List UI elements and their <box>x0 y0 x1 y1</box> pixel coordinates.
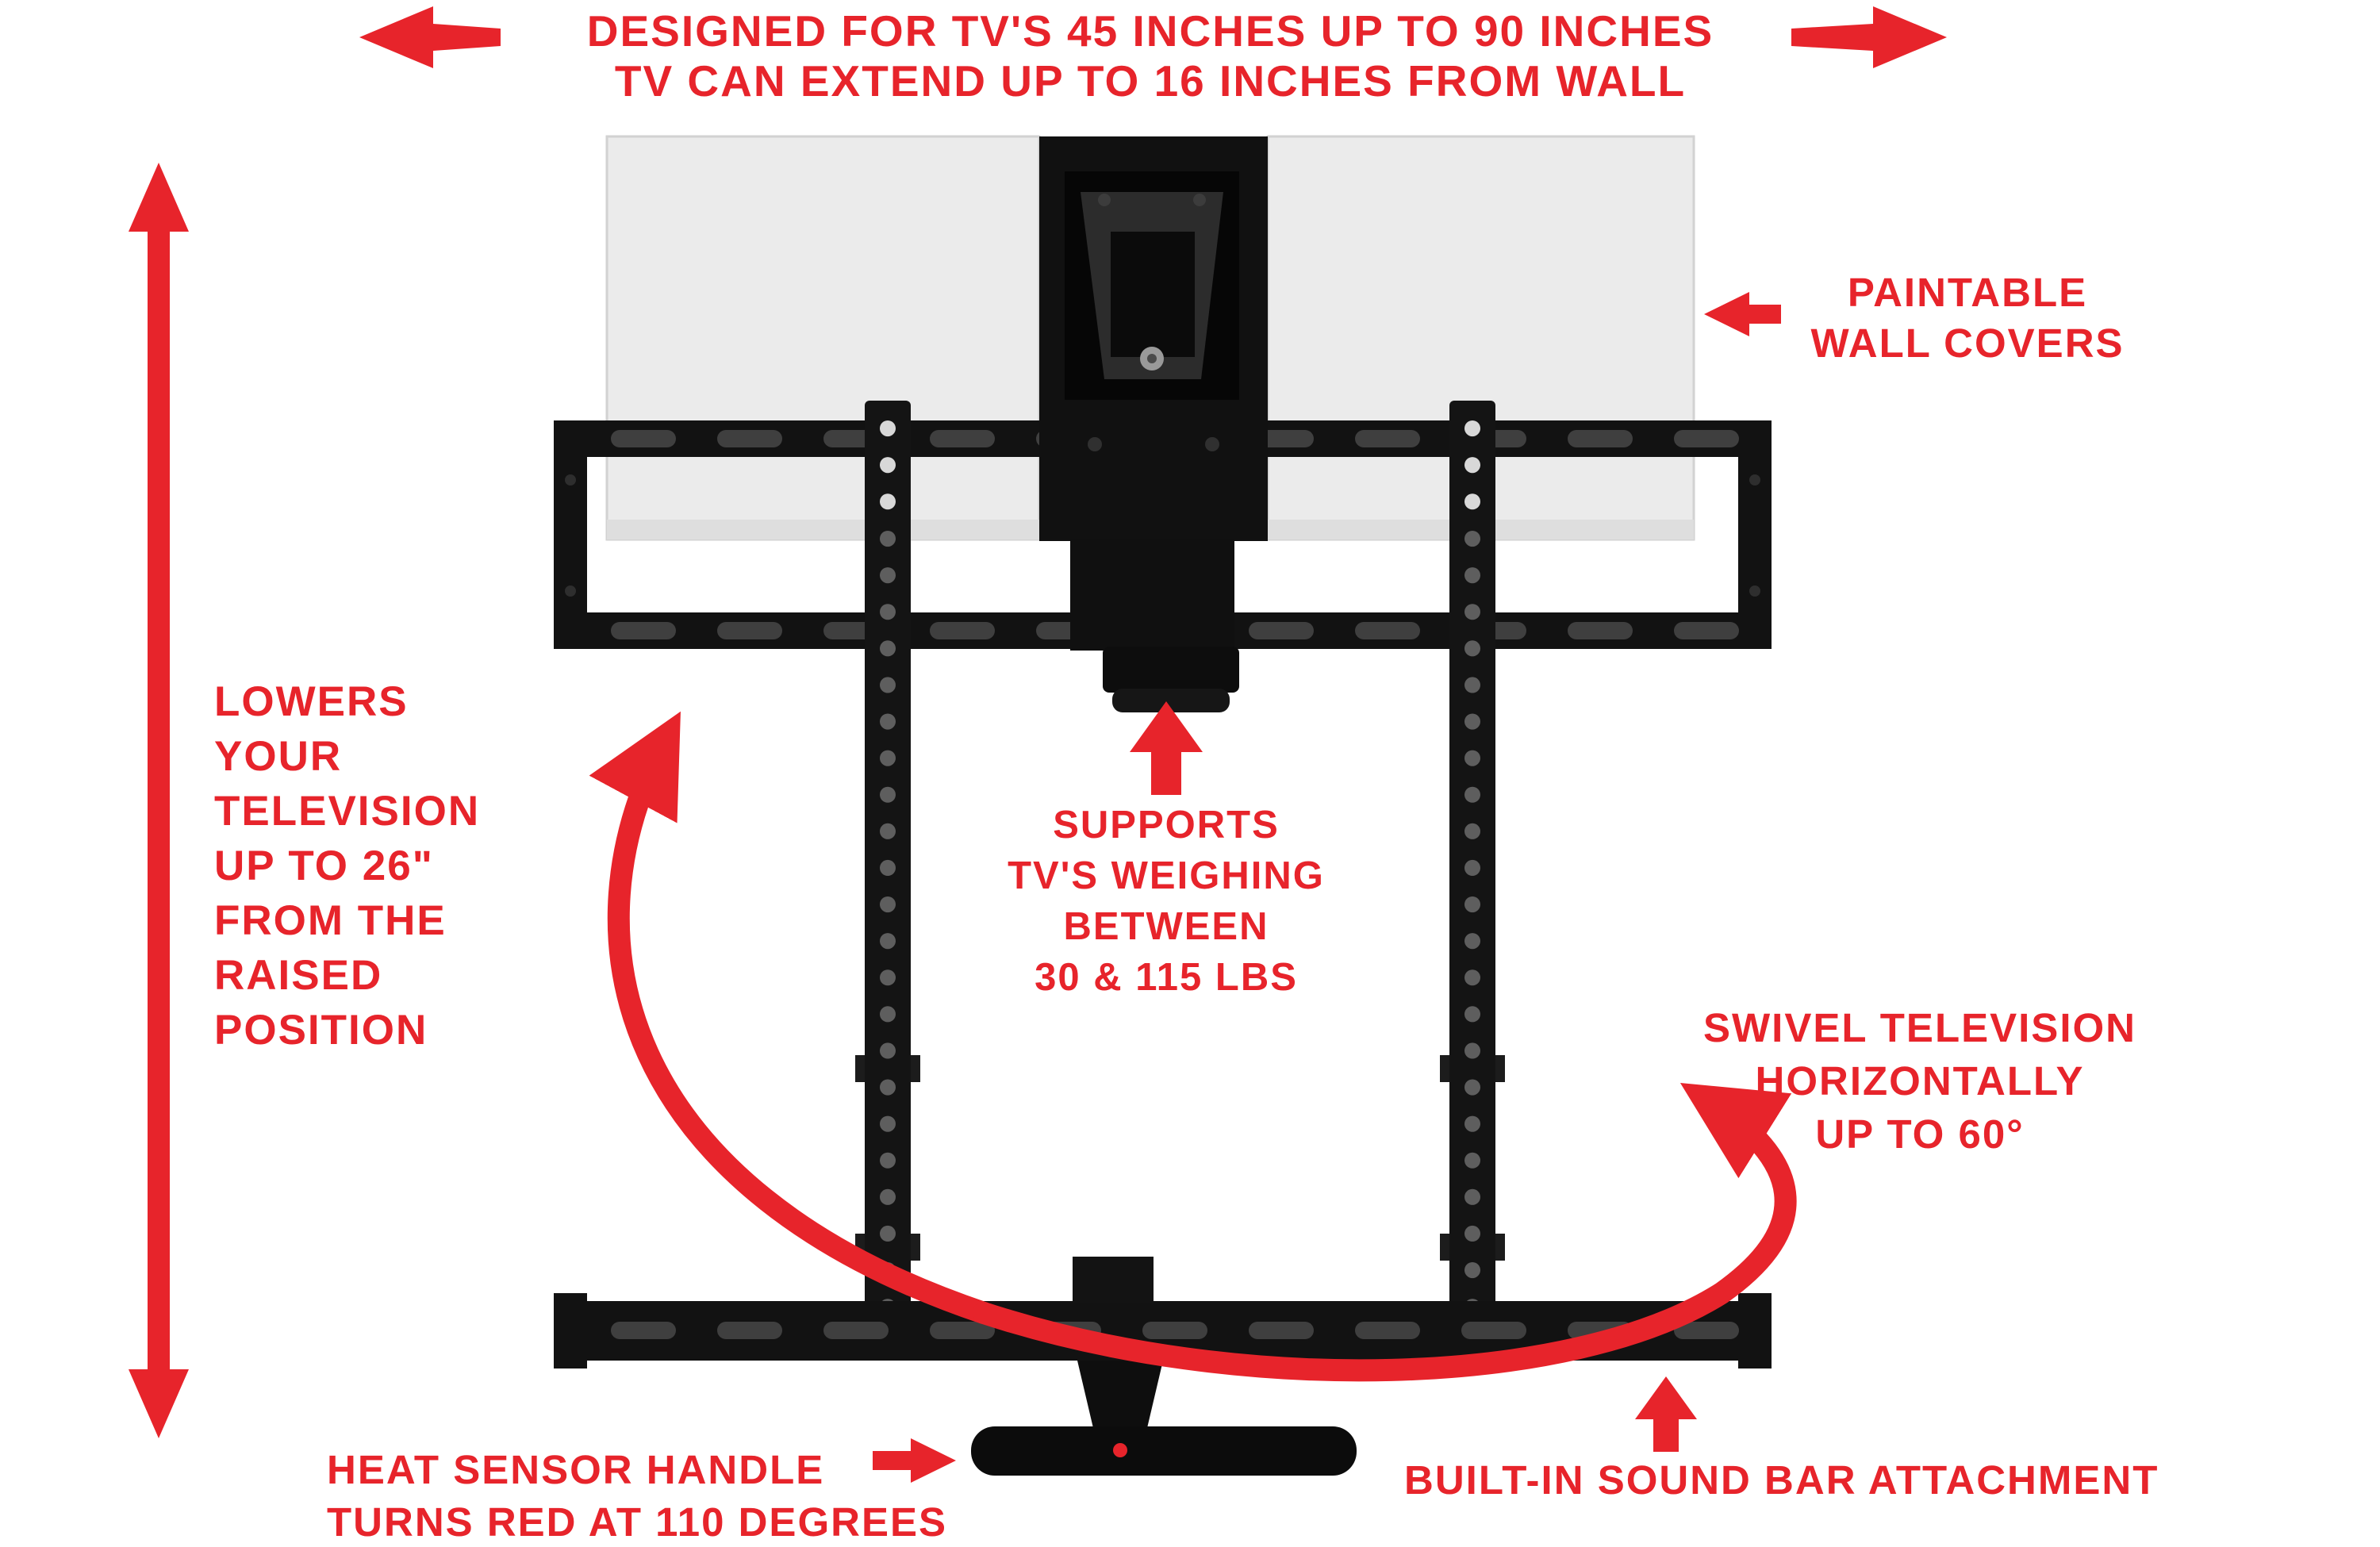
lowers-line-7: POSITION <box>214 1007 428 1054</box>
pulldown-swoosh-arrow <box>589 711 1797 1382</box>
supports-arrow-icon <box>1130 701 1203 795</box>
paintable-arrow-icon <box>1704 292 1781 336</box>
supports-line-1: SUPPORTS <box>1053 804 1280 846</box>
heat-line-2: TURNS RED AT 110 DEGREES <box>327 1499 947 1545</box>
top-left-arrow-icon <box>359 6 501 68</box>
lowers-callout: LOWERS YOUR TELEVISION UP TO 26" FROM TH… <box>214 674 480 1058</box>
heat-sensor-handle <box>971 1257 1357 1476</box>
lowers-line-4: UP TO 26" <box>214 843 434 889</box>
center-wall-mount <box>1039 136 1268 712</box>
paintable-callout: PAINTABLE WALL COVERS <box>1789 267 2146 369</box>
heat-callout: HEAT SENSOR HANDLE TURNS RED AT 110 DEGR… <box>327 1444 947 1547</box>
lowers-line-3: TELEVISION <box>214 788 481 835</box>
paintable-line-2: WALL COVERS <box>1810 321 2125 366</box>
wall-cover-left <box>605 135 1041 541</box>
top-callout-line-1: DESIGNED FOR TV'S 45 INCHES UP TO 90 INC… <box>586 6 1714 56</box>
supports-callout: SUPPORTS TV'S WEIGHING BETWEEN 30 & 115 … <box>928 800 1404 1003</box>
lowers-line-6: RAISED <box>214 952 383 999</box>
top-right-arrow-icon <box>1791 6 1947 68</box>
heat-indicator-dot <box>1113 1443 1127 1457</box>
top-callout-line-2: TV CAN EXTEND UP TO 16 INCHES FROM WALL <box>614 56 1687 106</box>
tv-rail-left <box>855 401 920 1321</box>
swivel-line-3: UP TO 60° <box>1815 1111 2025 1157</box>
soundbar-callout: BUILT-IN SOUND BAR ATTACHMENT <box>1404 1457 2159 1503</box>
soundbar-arrow-icon <box>1635 1376 1697 1452</box>
paintable-line-1: PAINTABLE <box>1847 270 2088 315</box>
supports-line-2: TV'S WEIGHING <box>1008 854 1325 897</box>
lowers-line-1: LOWERS <box>214 678 409 725</box>
lowers-line-5: FROM THE <box>214 897 447 944</box>
heat-line-1: HEAT SENSOR HANDLE <box>327 1447 825 1492</box>
swivel-line-2: HORIZONTALLY <box>1755 1058 2085 1104</box>
lowers-range-double-arrow-icon <box>129 163 189 1438</box>
supports-line-4: 30 & 115 LBS <box>1035 956 1298 999</box>
tv-rail-right <box>1440 401 1505 1321</box>
swivel-callout: SWIVEL TELEVISION HORIZONTALLY UP TO 60° <box>1682 1001 2158 1161</box>
top-callout: DESIGNED FOR TV'S 45 INCHES UP TO 90 INC… <box>555 6 1745 106</box>
lowers-line-2: YOUR <box>214 733 343 780</box>
supports-line-3: BETWEEN <box>1063 905 1269 948</box>
heat-arrow-icon <box>873 1438 956 1483</box>
swivel-line-1: SWIVEL TELEVISION <box>1703 1005 2136 1050</box>
